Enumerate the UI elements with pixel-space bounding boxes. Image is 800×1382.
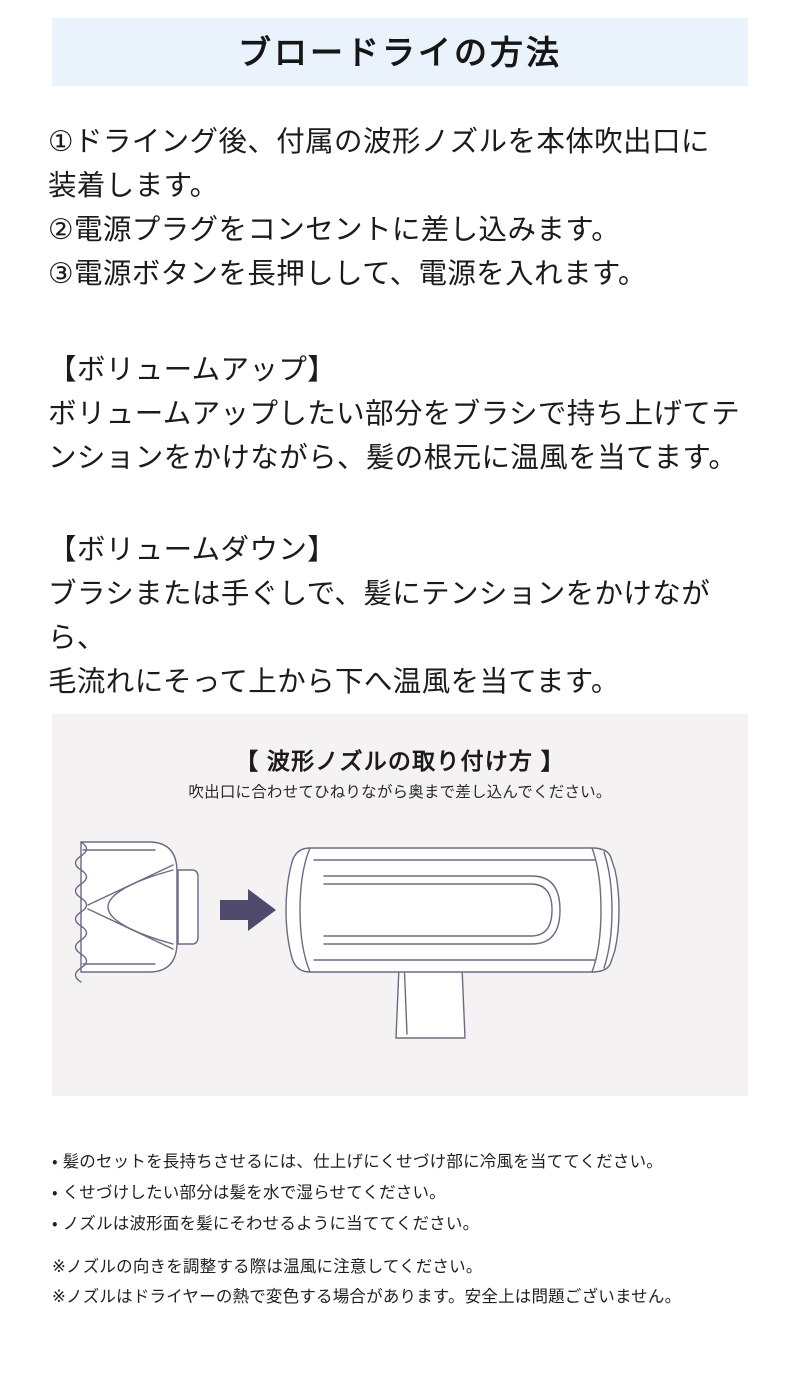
volume-up-line-2: ンションをかけながら、髪の根元に温風を当てます。 [48, 442, 738, 474]
hair-dryer-body-icon [285, 847, 620, 1039]
arrow-right-icon [220, 889, 276, 931]
steps-section: ①ドライング後、付属の波形ノズルを本体吹出口に 装着します。 ②電源プラグをコン… [48, 120, 760, 296]
volume-down-heading: 【ボリュームダウン】 [48, 534, 337, 566]
wavy-nozzle-icon [74, 841, 199, 983]
note-item: ※ノズルはドライヤーの熱で変色する場合があります。安全上は問題ございません。 [52, 1288, 682, 1306]
nozzle-attachment-illustration [52, 810, 748, 1096]
page-header-band: ブロードライの方法 [52, 18, 748, 86]
tips-list: ・ 髪のセットを長持ちさせるには、仕上げにくせづけ部に冷風を当ててください。 ・… [52, 1147, 752, 1240]
volume-down-section: 【ボリュームダウン】 ブラシまたは手ぐしで、髪にテンションをかけながら、 毛流れ… [48, 528, 760, 704]
nozzle-attachment-panel: 【 波形ノズルの取り付け方 】 吹出口に合わせてひねりながら奥まで差し込んでくだ… [52, 714, 748, 1096]
list-item: ・ 髪のセットを長持ちさせるには、仕上げにくせづけ部に冷風を当ててください。 [52, 1153, 663, 1171]
nozzle-panel-subtitle: 吹出口に合わせてひねりながら奥まで差し込んでください。 [188, 784, 612, 801]
volume-up-heading: 【ボリュームアップ】 [48, 354, 337, 386]
step-2: ②電源プラグをコンセントに差し込みます。 [48, 214, 621, 246]
volume-up-line-1: ボリュームアップしたい部分をブラシで持ち上げてテ [48, 398, 741, 430]
notes-section: ※ノズルの向きを調整する際は温風に注意してください。 ※ノズルはドライヤーの熱で… [52, 1252, 752, 1312]
list-item: ・ くせづけしたい部分は髪を水で湿らせてください。 [52, 1184, 446, 1202]
step-1-line-2: 装着します。 [48, 170, 219, 202]
list-item: ・ ノズルは波形面を髪にそわせるように当ててください。 [52, 1215, 480, 1233]
step-3: ③電源ボタンを長押しして、電源を入れます。 [48, 258, 647, 290]
note-item: ※ノズルの向きを調整する際は温風に注意してください。 [52, 1258, 483, 1276]
step-1-line-1: ①ドライング後、付属の波形ノズルを本体吹出口に [48, 126, 710, 158]
volume-down-line-2: 毛流れにそって上から下へ温風を当てます。 [48, 666, 620, 698]
page-title: ブロードライの方法 [238, 33, 562, 71]
volume-down-line-1: ブラシまたは手ぐしで、髪にテンションをかけながら、 [48, 578, 711, 654]
nozzle-panel-heading: 【 波形ノズルの取り付け方 】 [235, 748, 565, 774]
volume-up-section: 【ボリュームアップ】 ボリュームアップしたい部分をブラシで持ち上げてテ ンション… [48, 348, 760, 480]
